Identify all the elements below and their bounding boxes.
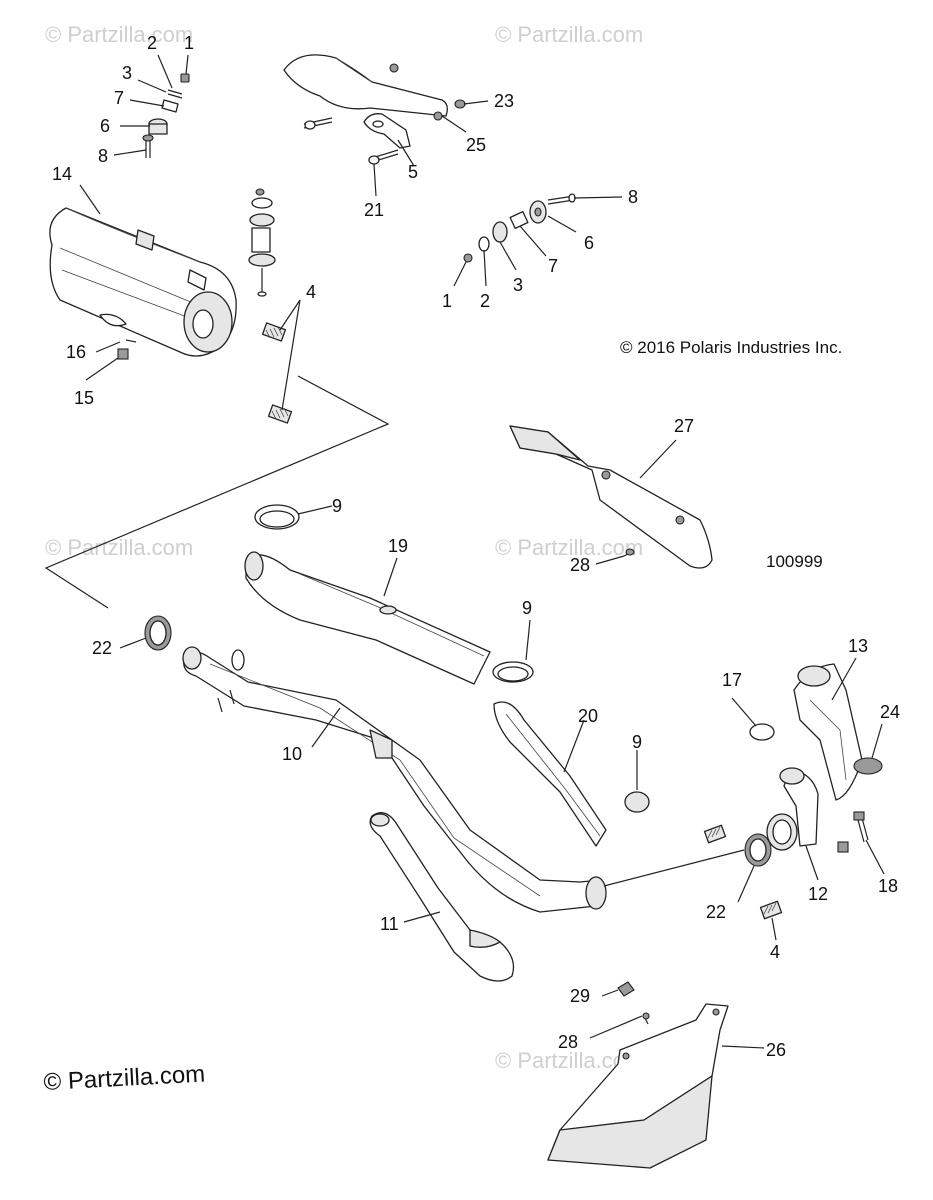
callout-3-top-left: 3	[122, 63, 132, 83]
watermark-top-left: © Partzilla.com	[45, 22, 193, 47]
callout-6-top-left: 6	[100, 116, 110, 136]
callout-15: 15	[74, 388, 94, 408]
callout-5: 5	[408, 162, 418, 182]
callout-11: 11	[380, 914, 399, 934]
hardware-stack-right	[463, 193, 576, 263]
callout-4-upper: 4	[306, 282, 316, 302]
callout-26: 26	[766, 1040, 786, 1060]
gasket-22-left	[144, 615, 172, 651]
callout-20: 20	[578, 706, 598, 726]
callout-6-right: 6	[584, 233, 594, 253]
head-pipe-10	[182, 646, 607, 913]
bolts-18	[837, 811, 869, 853]
heat-shield-26	[547, 981, 729, 1169]
diagram-number: 100999	[766, 552, 823, 571]
callout-24: 24	[880, 702, 900, 722]
pipe-19	[244, 551, 491, 685]
callout-14: 14	[52, 164, 72, 184]
callout-22-right: 22	[706, 902, 726, 922]
assembly-line	[44, 375, 390, 609]
callout-9-top: 9	[332, 496, 342, 516]
callout-3-right: 3	[513, 275, 523, 295]
clamp-9-right	[624, 791, 650, 813]
callout-21: 21	[364, 200, 384, 220]
callout-7-right: 7	[548, 256, 558, 276]
callout-13: 13	[848, 636, 868, 656]
clamp-24	[853, 757, 883, 775]
callout-22-left: 22	[92, 638, 112, 658]
spring-lower-a	[703, 824, 727, 844]
callout-9-mid: 9	[522, 598, 532, 618]
watermark-mid-left: © Partzilla.com	[45, 535, 193, 560]
watermark-mid-right: © Partzilla.com	[495, 535, 643, 560]
heat-shield-27	[509, 425, 713, 569]
spring-upper-a	[261, 322, 287, 342]
leader-lines	[79, 54, 885, 1049]
hardware-stack-left	[142, 73, 190, 158]
callout-2-top-left: 2	[147, 33, 157, 53]
tube-20	[493, 701, 607, 847]
pipe-11	[369, 812, 515, 982]
elbow-13	[793, 663, 863, 801]
callout-12: 12	[808, 884, 828, 904]
watermark-top-right: © Partzilla.com	[495, 22, 643, 47]
gasket-22-right	[744, 833, 772, 867]
muffler	[49, 207, 237, 357]
callout-8-top-left: 8	[98, 146, 108, 166]
clamp-9-mid	[492, 661, 534, 683]
elbow-12	[766, 767, 819, 851]
fastener-15	[117, 348, 129, 360]
heat-shield-top	[283, 54, 466, 165]
spring-upper-b	[267, 404, 293, 424]
clamp-9-top	[254, 504, 300, 530]
callout-7-top-left: 7	[114, 88, 124, 108]
callout-1-top-left: 1	[184, 33, 194, 53]
callout-1-right: 1	[442, 291, 452, 311]
callout-4-lower: 4	[770, 942, 780, 962]
copyright-notice: © 2016 Polaris Industries Inc.	[620, 338, 842, 357]
callout-28-upper: 28	[570, 555, 590, 575]
callout-28-lower: 28	[558, 1032, 578, 1052]
callout-10: 10	[282, 744, 302, 764]
callout-9-right: 9	[632, 732, 642, 752]
callout-23: 23	[494, 91, 514, 111]
callout-17: 17	[722, 670, 742, 690]
callout-2-right: 2	[480, 291, 490, 311]
watermarks: © Partzilla.com © Partzilla.com © Partzi…	[45, 22, 643, 1073]
callout-29: 29	[570, 986, 590, 1006]
callout-19: 19	[388, 536, 408, 556]
callout-18: 18	[878, 876, 898, 896]
isolator-stack	[248, 188, 276, 297]
callout-27: 27	[674, 416, 694, 436]
clip-16	[125, 339, 137, 343]
spring-lower-b	[759, 900, 783, 920]
partzilla-brand: © Partzilla.com	[43, 1061, 206, 1096]
callout-16: 16	[66, 342, 86, 362]
callouts: 1 2 3 7 6 8 14 16 15 4 23 25 5 21 8 6 7 …	[52, 33, 900, 1060]
gasket-17	[749, 723, 775, 741]
callout-25: 25	[466, 135, 486, 155]
callout-8-right: 8	[628, 187, 638, 207]
